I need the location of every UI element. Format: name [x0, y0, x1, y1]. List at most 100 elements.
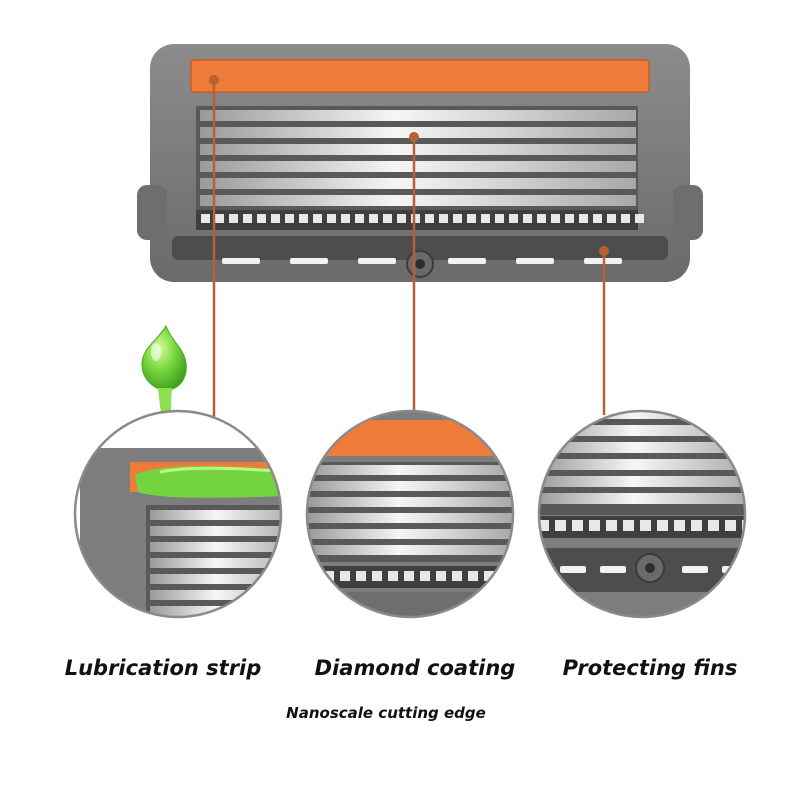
blade [200, 144, 636, 155]
comb-tooth [607, 214, 616, 223]
comb-tooth [383, 214, 392, 223]
comb-tooth [674, 520, 685, 531]
comb-tooth [355, 214, 364, 223]
blade [150, 558, 281, 568]
fin [290, 258, 328, 264]
label-diamond-coating: Diamond coating [314, 656, 516, 680]
guard-bar [172, 236, 668, 260]
comb-tooth [420, 571, 430, 581]
comb-tooth [436, 571, 446, 581]
comb-tooth [397, 214, 406, 223]
fin [560, 566, 586, 573]
comb-tooth [299, 214, 308, 223]
comb-tooth [537, 214, 546, 223]
fin [222, 258, 260, 264]
blade [307, 513, 513, 523]
comb-tooth [271, 214, 280, 223]
label-nanoscale-cutting-edge: Nanoscale cutting edge [286, 704, 486, 722]
blade [150, 574, 281, 584]
comb-tooth [500, 571, 510, 581]
label-protecting-fins: Protecting fins [562, 656, 738, 680]
blade [307, 465, 513, 475]
blade [200, 127, 636, 138]
comb-tooth [593, 214, 602, 223]
comb-tooth [481, 214, 490, 223]
blade [150, 542, 281, 552]
comb-tooth [691, 520, 702, 531]
comb-tooth [708, 520, 719, 531]
blade [539, 493, 745, 504]
comb-tooth [313, 214, 322, 223]
blade [539, 442, 745, 453]
comb-tooth [356, 571, 366, 581]
comb-tooth [640, 520, 651, 531]
comb-tooth [411, 214, 420, 223]
comb-tooth [539, 520, 549, 531]
cartridge [137, 44, 703, 282]
comb-tooth [467, 214, 476, 223]
comb-tooth [340, 571, 350, 581]
comb-tooth [551, 214, 560, 223]
comb-tooth [308, 571, 318, 581]
comb-tooth [565, 214, 574, 223]
blade [539, 459, 745, 470]
fin [358, 258, 396, 264]
comb-tooth [452, 571, 462, 581]
cartridge-side-left [137, 185, 167, 240]
comb-tooth [484, 571, 494, 581]
comb-tooth [439, 214, 448, 223]
comb-tooth [243, 214, 252, 223]
fin [448, 258, 486, 264]
comb-tooth [404, 571, 414, 581]
comb-tooth [369, 214, 378, 223]
blade [539, 411, 745, 419]
comb-tooth [606, 520, 617, 531]
comb-tooth [453, 214, 462, 223]
detail-circle-fins [537, 409, 747, 619]
comb-tooth [657, 520, 668, 531]
comb-tooth [725, 520, 736, 531]
comb-tooth [425, 214, 434, 223]
comb-tooth [572, 520, 583, 531]
comb-tooth [579, 214, 588, 223]
comb-tooth [215, 214, 224, 223]
comb-tooth [555, 520, 566, 531]
blade [539, 425, 745, 436]
comb-tooth [523, 214, 532, 223]
comb-tooth [327, 214, 336, 223]
pivot-screw-icon [406, 250, 434, 278]
blade [200, 178, 636, 189]
blade [539, 476, 745, 487]
comb-tooth [257, 214, 266, 223]
comb-tooth [201, 214, 210, 223]
comb-tooth [589, 520, 600, 531]
blade [200, 161, 636, 172]
comb-tooth [623, 520, 634, 531]
lubrication-strip [190, 59, 650, 93]
blade [307, 545, 513, 555]
comb-teeth [201, 214, 644, 223]
comb-tooth [509, 214, 518, 223]
comb-tooth [468, 571, 478, 581]
fin [682, 566, 708, 573]
protecting-fins [222, 258, 622, 264]
comb-tooth [635, 214, 644, 223]
comb-tooth [495, 214, 504, 223]
blade [150, 590, 281, 600]
comb-tooth [372, 571, 382, 581]
blade [200, 195, 636, 206]
blades [200, 110, 636, 206]
cartridge-side-right [673, 185, 703, 240]
comb-tooth [285, 214, 294, 223]
comb-tooth [621, 214, 630, 223]
blade [150, 510, 281, 520]
label-lubrication-strip: Lubrication strip [64, 656, 262, 680]
blade [200, 110, 636, 121]
comb-tooth [388, 571, 398, 581]
fin [600, 566, 626, 573]
blade [307, 481, 513, 491]
blade [307, 497, 513, 507]
comb-tooth [229, 214, 238, 223]
detail-circle-lubrication [73, 409, 283, 619]
detail-circle-diamond [305, 409, 515, 619]
